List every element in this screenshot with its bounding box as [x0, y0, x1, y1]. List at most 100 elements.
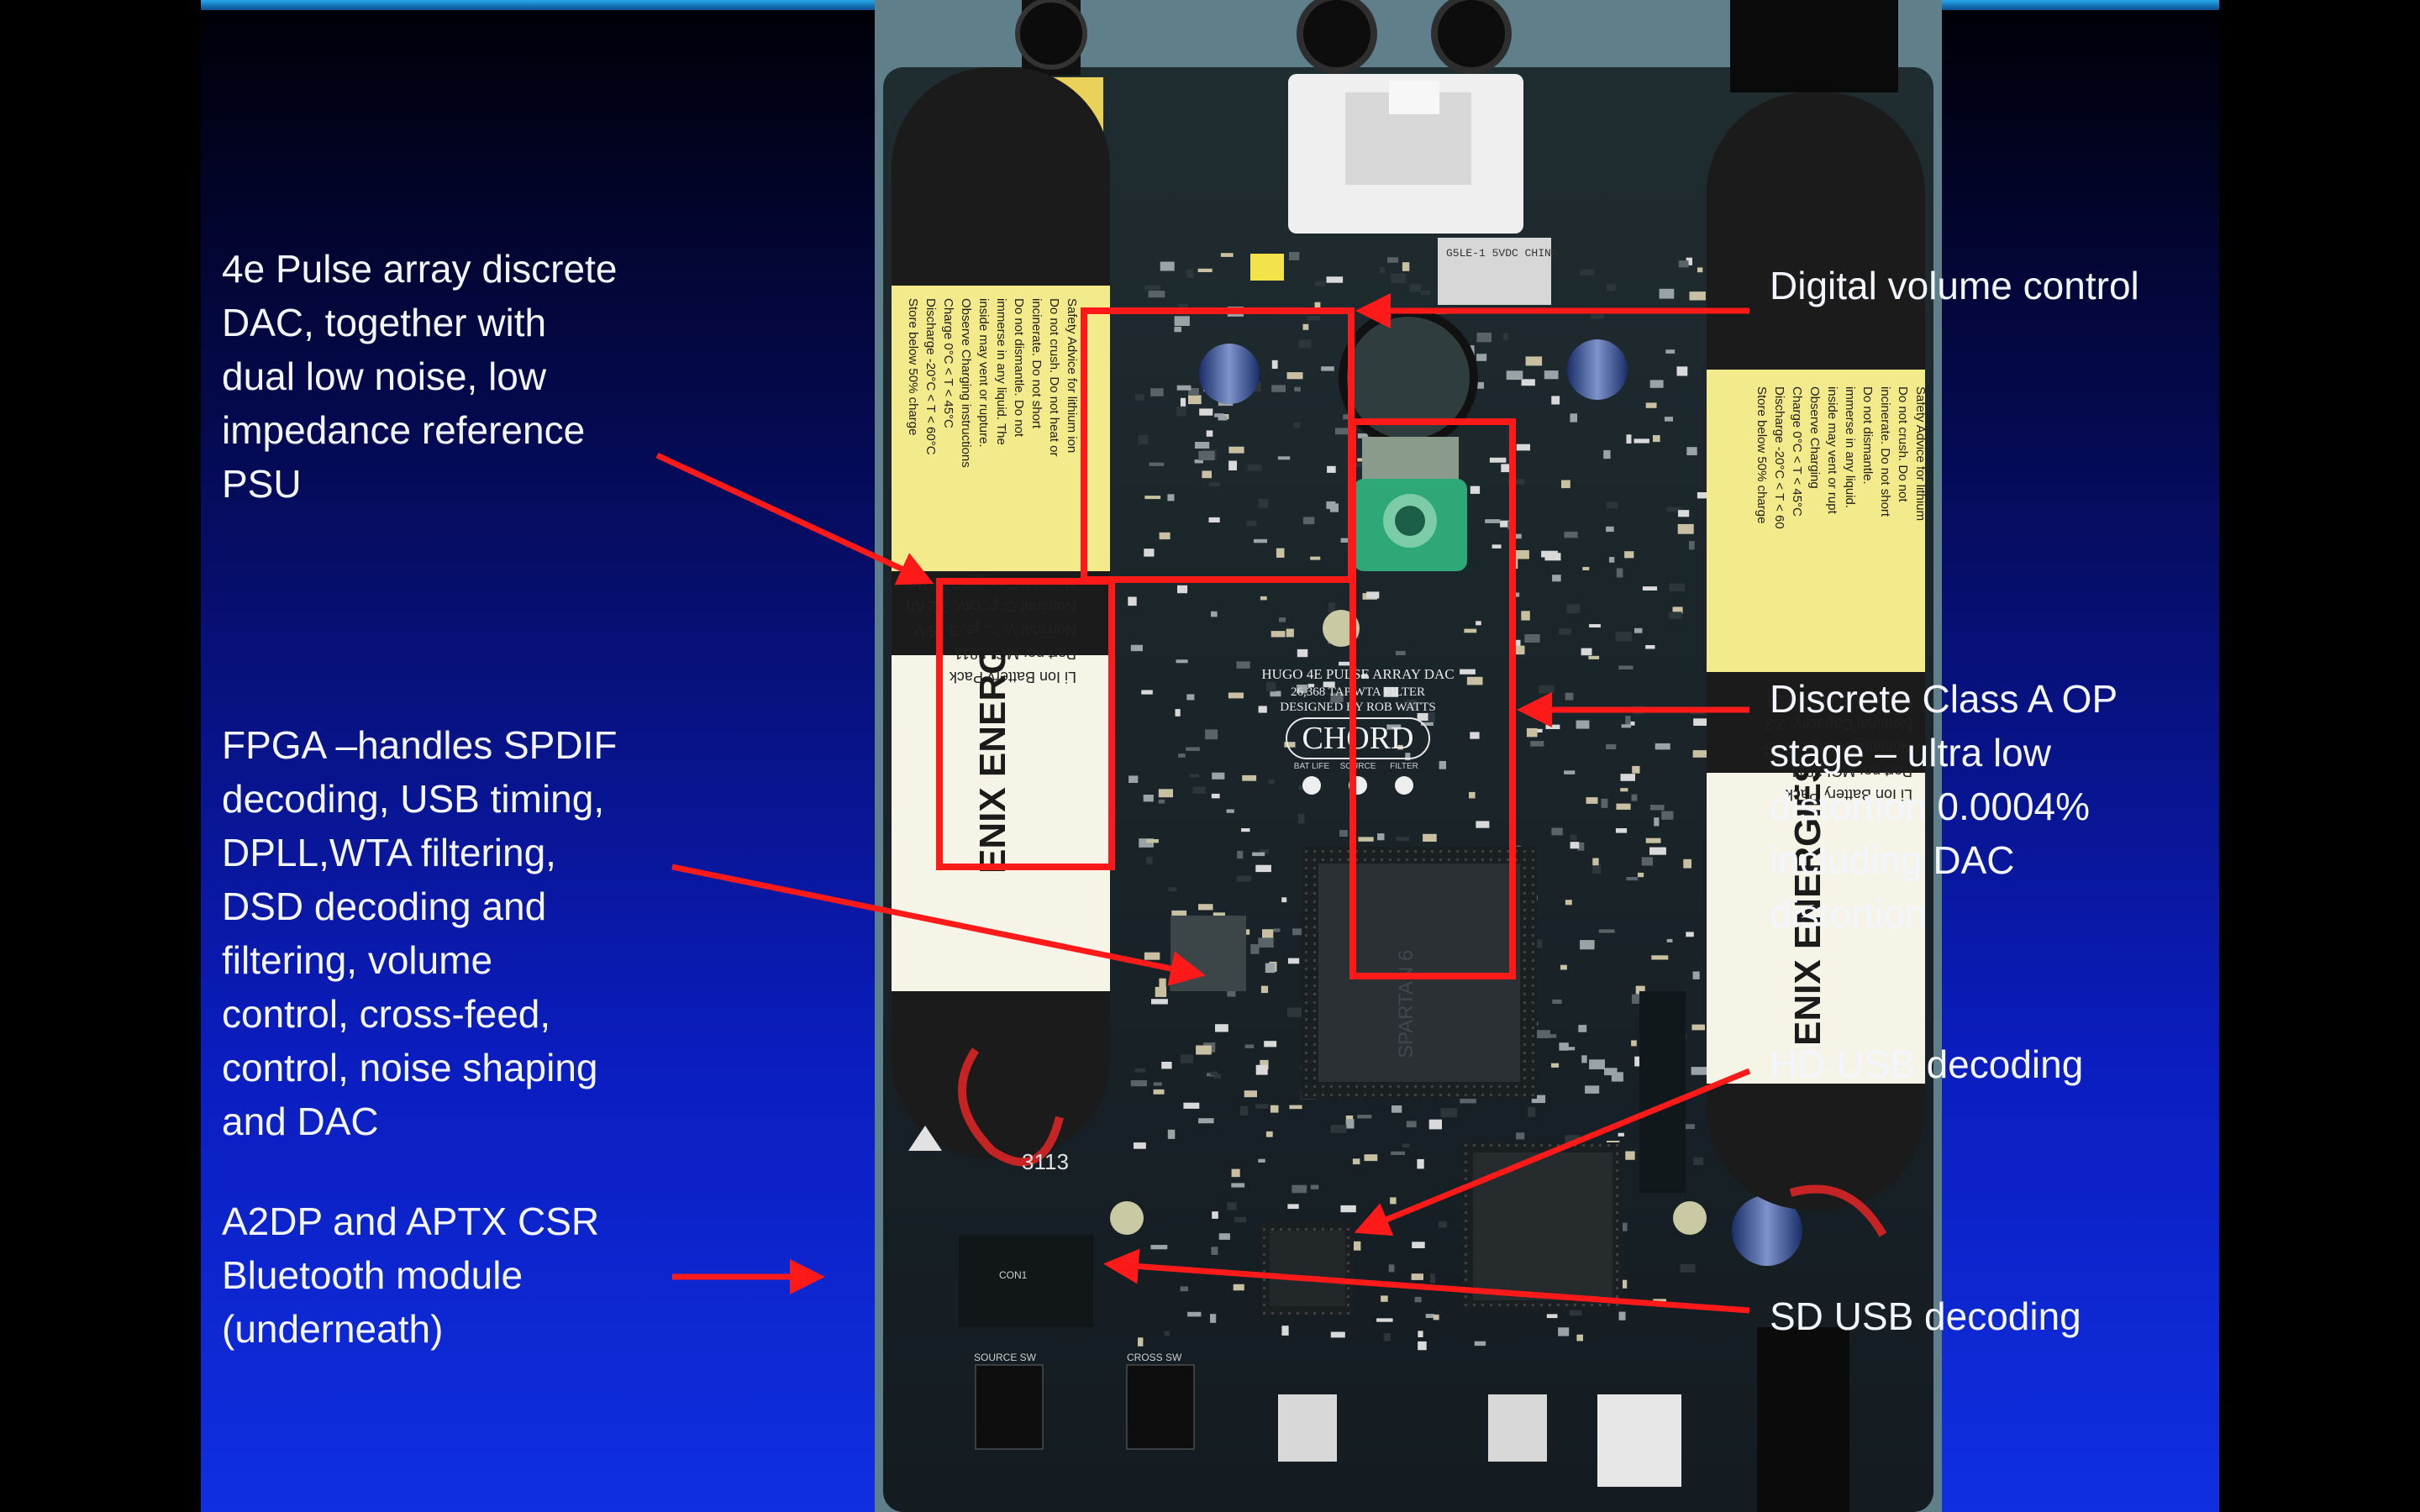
smd-component: [1153, 1082, 1162, 1086]
smd-component: [1606, 526, 1614, 533]
capacitor-left: [1199, 344, 1260, 404]
smd-component: [1626, 434, 1632, 444]
smd-component: [1271, 360, 1278, 369]
smd-component: [1564, 770, 1576, 774]
smd-component: [1440, 1108, 1458, 1118]
smd-component: [1697, 492, 1707, 499]
smd-component: [1516, 1132, 1525, 1140]
smd-component: [1167, 1129, 1176, 1139]
smd-component: [1552, 575, 1561, 582]
smd-component: [1270, 690, 1281, 697]
smd-component: [1151, 999, 1168, 1005]
smd-component: [1159, 532, 1171, 540]
yellow-marker: [1250, 254, 1284, 281]
svg-text:ENIX ENERGIES: ENIX ENERGIES: [1787, 759, 1828, 1046]
smd-component: [1237, 850, 1244, 859]
smd-component: [1632, 765, 1640, 774]
smd-component: [1209, 481, 1221, 486]
smd-component: [1387, 257, 1399, 263]
smd-component: [1376, 1318, 1393, 1322]
smd-component: [1559, 628, 1571, 635]
smd-component: [1631, 1040, 1637, 1047]
battery-label-line: Charge 0°C < T < 45°C: [1790, 386, 1804, 517]
smd-component: [1186, 747, 1200, 751]
smd-component: [1144, 549, 1155, 557]
smd-component: [1580, 940, 1595, 950]
smd-component: [1606, 501, 1618, 509]
smd-component: [1536, 1030, 1550, 1038]
smd-component: [1632, 994, 1646, 1004]
smd-component: [1180, 397, 1186, 407]
smd-component: [1625, 1151, 1635, 1160]
smd-component: [1580, 269, 1595, 276]
smd-component: [1693, 718, 1710, 726]
smd-component: [1402, 262, 1410, 271]
smd-component: [1601, 798, 1608, 808]
smd-component: [1277, 456, 1291, 460]
smd-component: [1464, 628, 1477, 633]
jack-right-top: [1730, 0, 1898, 92]
smd-component: [1618, 1132, 1624, 1137]
label-sd-usb-decoding: SD USB decoding: [1770, 1294, 2081, 1338]
smd-component: [1506, 370, 1523, 381]
smd-component: [1330, 1125, 1347, 1133]
smd-component: [1175, 709, 1181, 717]
smd-component: [1581, 648, 1592, 656]
smd-component: [1390, 1197, 1397, 1205]
smd-component: [1678, 510, 1690, 517]
smd-component: [1645, 837, 1661, 843]
smd-component: [1310, 556, 1321, 560]
smd-component: [1328, 602, 1335, 612]
battery-label-line: Part no: MGL2811: [1790, 763, 1912, 780]
smd-component: [1143, 795, 1154, 802]
smd-component: [1688, 541, 1695, 550]
smd-component: [1241, 828, 1250, 832]
smd-component: [1176, 659, 1188, 664]
smd-component: [1139, 838, 1154, 848]
smd-component: [1293, 422, 1301, 428]
smd-component: [1534, 939, 1543, 948]
smd-component: [1676, 366, 1688, 376]
smd-component: [1279, 617, 1286, 622]
smd-component: [1615, 632, 1632, 642]
smd-component: [1307, 684, 1315, 688]
smd-component: [1244, 1044, 1255, 1048]
smd-component: [1666, 938, 1673, 942]
smd-component: [1428, 1119, 1442, 1130]
smd-component: [1284, 742, 1296, 748]
smd-component: [1192, 786, 1206, 794]
smd-component: [1396, 837, 1409, 842]
smd-component: [1244, 1090, 1257, 1098]
smd-component: [1334, 428, 1352, 435]
battery-label-line: Safety Advice for lithium: [1913, 386, 1928, 521]
smd-component: [1592, 864, 1602, 874]
smd-component: [1530, 709, 1546, 715]
smd-component: [1210, 1314, 1217, 1323]
smd-component: [1672, 606, 1683, 614]
smd-component: [1144, 496, 1161, 500]
smd-component: [1134, 1142, 1146, 1149]
switches-bottom: SOURCE SW CROSS SW: [974, 1327, 1849, 1512]
smd-component: [1294, 386, 1301, 392]
smd-component: [1418, 1341, 1427, 1351]
smd-component: [1144, 952, 1160, 960]
battery-label-line: Observe Charging instructions: [959, 298, 973, 468]
smd-component: [1327, 465, 1336, 473]
smd-component: [1242, 774, 1257, 781]
smd-component: [1589, 1059, 1605, 1069]
smd-component: [1381, 1295, 1388, 1302]
smd-component: [1425, 1314, 1434, 1318]
battery-label-line: Discharge -20°C < T < 60°C: [923, 298, 938, 455]
smd-component: [1634, 627, 1643, 633]
battery-label-line: Nominal Capacity: 2.2: [1765, 716, 1912, 732]
slide-background: G5LE-1 5VDC CHINA Safety Advice for lith…: [201, 0, 2219, 1512]
smd-component: [1491, 544, 1502, 549]
smd-component: [1689, 709, 1705, 714]
smd-component: [1433, 1314, 1439, 1320]
smd-component: [1417, 1158, 1424, 1169]
battery-label-line: incinerate. Do not short: [1878, 386, 1892, 517]
smd-component: [1624, 551, 1634, 559]
smd-component: [1631, 794, 1638, 801]
smd-component: [1286, 1007, 1304, 1017]
